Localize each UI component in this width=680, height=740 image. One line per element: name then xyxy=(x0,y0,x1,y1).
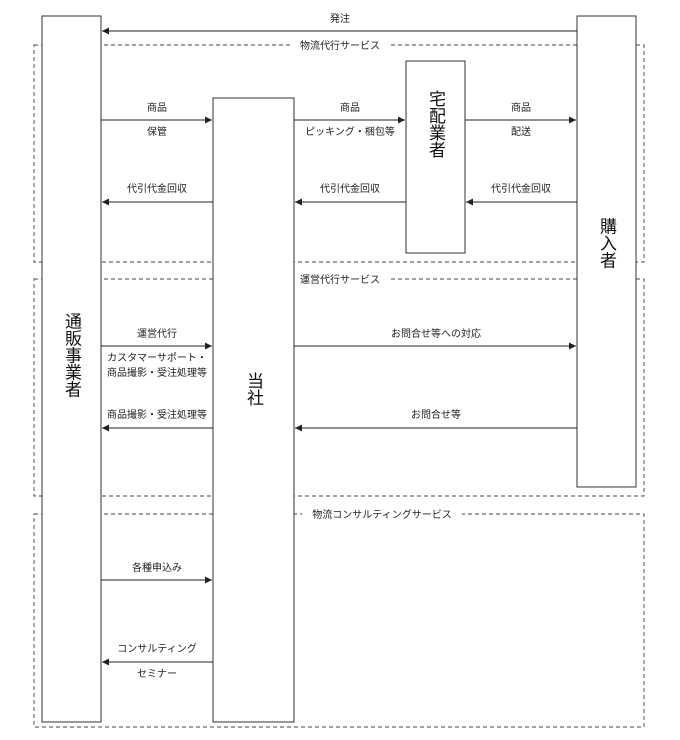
courier-box xyxy=(405,60,466,254)
buyer-box xyxy=(576,15,637,488)
operations-section-label: 運営代行サービス xyxy=(300,273,380,286)
operations-section xyxy=(33,278,645,497)
ec-operator-label: 通販事業者 xyxy=(61,312,82,397)
pick-label-1: 商品 xyxy=(340,101,360,114)
cod-label-3: 代引代金回収 xyxy=(491,182,551,195)
logistics-section-label: 物流代行サービス xyxy=(300,39,380,52)
logistics-label-bg xyxy=(291,38,390,52)
apply-label: 各種申込み xyxy=(132,561,182,574)
deliver-label-1: 商品 xyxy=(511,101,531,114)
ops-label-1: 運営代行 xyxy=(137,327,177,340)
buyer-label: 購入者 xyxy=(596,217,617,268)
pick-label-2: ピッキング・梱包等 xyxy=(305,125,395,138)
cod-label-1: 代引代金回収 xyxy=(127,182,187,195)
store-label-2: 保管 xyxy=(147,125,167,138)
consult-label-1: コンサルティング xyxy=(117,642,196,655)
consult-label-2: セミナー xyxy=(137,668,177,680)
consulting-section-label: 物流コンサルティングサービス xyxy=(312,508,451,521)
courier-label: 宅配業者 xyxy=(425,90,446,158)
store-label-1: 商品 xyxy=(147,101,167,114)
company-box xyxy=(212,97,295,723)
support-label: お問合せ等への対応 xyxy=(391,327,481,340)
ec-operator-box xyxy=(41,15,102,723)
ops-label-2: カスタマーサポート・ xyxy=(107,352,207,364)
deliver-label-2: 配送 xyxy=(511,125,531,138)
consulting-section xyxy=(33,513,645,728)
operations-label-bg xyxy=(291,272,390,286)
ops-label-3: 商品撮影・受注処理等 xyxy=(107,366,207,379)
company-label: 当社 xyxy=(243,372,264,406)
ops-back-label: 商品撮影・受注処理等 xyxy=(107,408,207,421)
logistics-section xyxy=(33,44,645,263)
inquiry-label: お問合せ等 xyxy=(411,408,461,421)
cod-label-2: 代引代金回収 xyxy=(320,182,380,195)
consulting-label-bg xyxy=(302,507,462,521)
order-label: 発注 xyxy=(330,12,350,25)
